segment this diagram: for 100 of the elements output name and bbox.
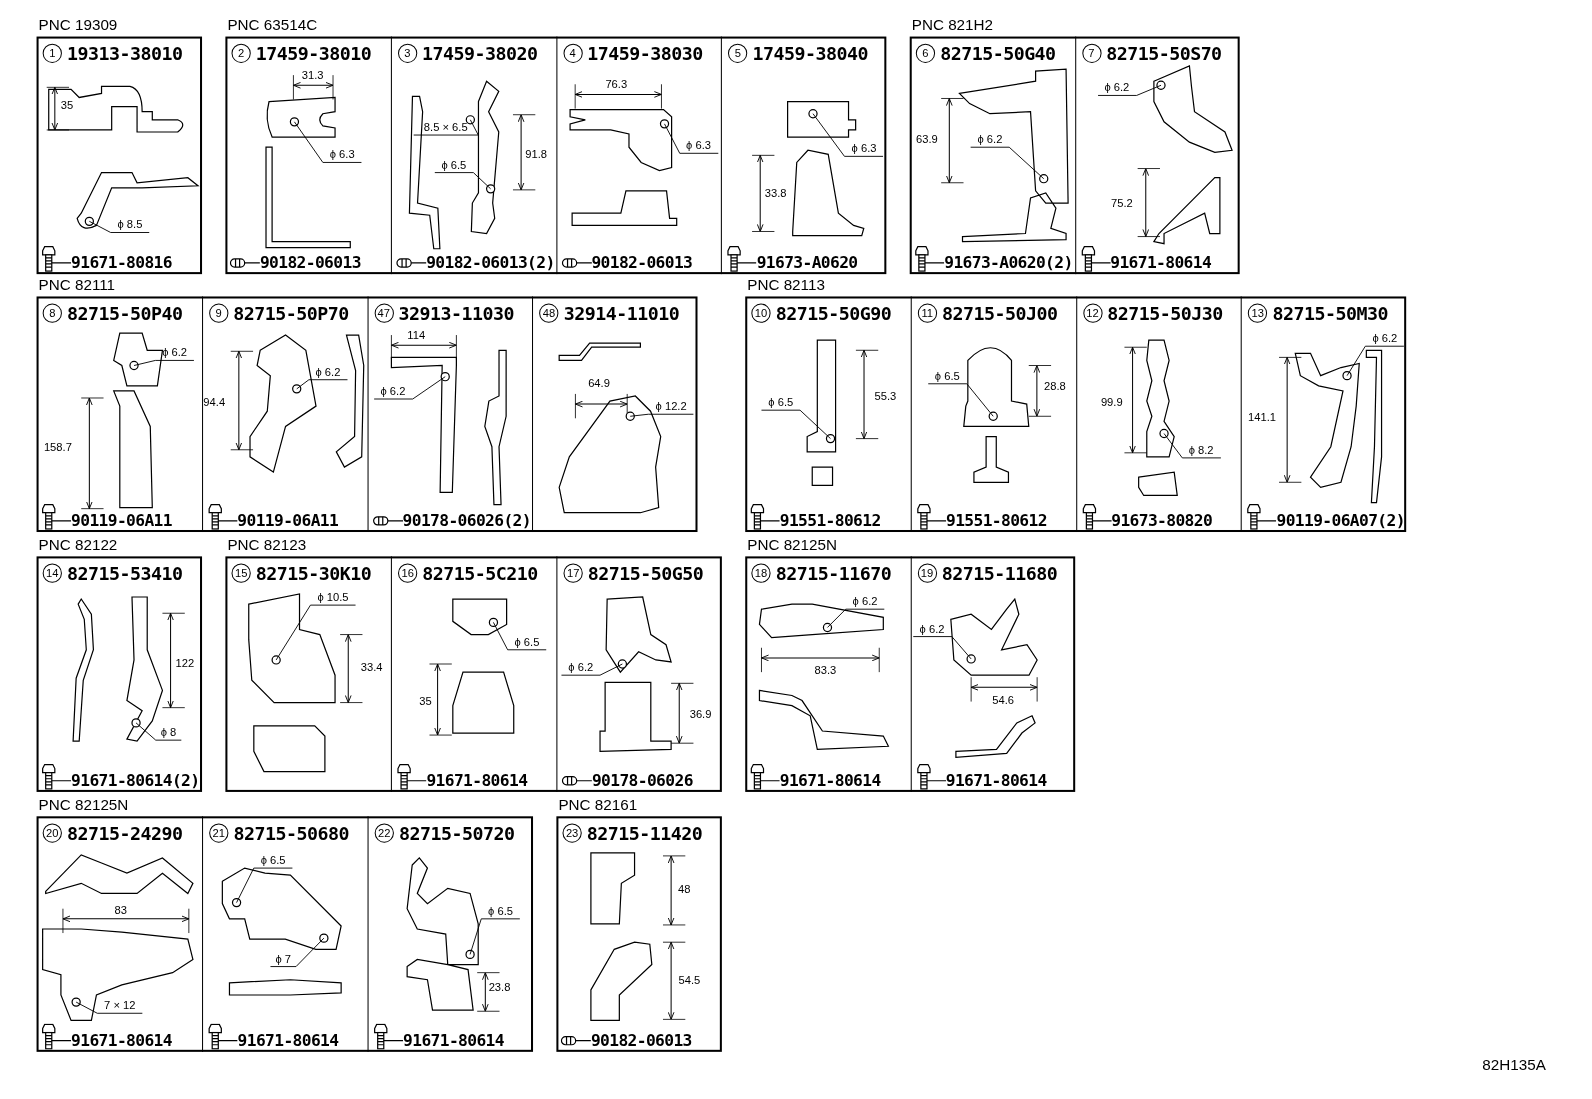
part-number: 82715-11670	[775, 562, 892, 584]
dimension-label: ϕ 6.5	[488, 904, 513, 917]
part-number: 17459-38010	[255, 42, 372, 64]
part-number: 82715-5C210	[422, 562, 538, 584]
dimension-label: ϕ 6.2	[380, 384, 406, 397]
group-heading: PNC 82122	[38, 536, 118, 554]
dimension-label: 114	[407, 328, 426, 342]
dimension-label: 83	[114, 903, 128, 916]
part-number: 82715-24290	[67, 822, 183, 844]
dimension-label: 28.8	[1044, 379, 1066, 392]
fastener-number: 91671-80614	[1110, 253, 1212, 273]
dimension-label: 8.5 × 6.5	[423, 120, 468, 133]
dimension-label: ϕ 6.5	[934, 369, 960, 382]
dimension-label: ϕ 6.2	[1372, 332, 1398, 345]
part-number: 32914-11010	[563, 302, 680, 324]
part-number: 82715-50680	[233, 822, 349, 844]
part-number: 82715-50G50	[587, 562, 704, 584]
part-number: 82715-50G90	[775, 302, 892, 324]
dimension-label: ϕ 6.3	[329, 148, 355, 161]
dimension-label: 63.9	[916, 133, 938, 146]
fastener-number: 91671-80816	[71, 253, 172, 273]
part-number: 17459-38020	[422, 42, 538, 64]
part-number: 17459-38030	[587, 42, 703, 64]
dimension-label: ϕ 6.2	[1104, 81, 1130, 94]
dimension-label: 23.8	[488, 980, 511, 993]
part-number: 82715-50P70	[233, 302, 349, 324]
part-number: 17459-38040	[752, 42, 869, 64]
dimension-label: ϕ 6.2	[977, 133, 1003, 146]
dimension-label: 35	[419, 694, 432, 707]
fastener-number: 90182-06013	[259, 253, 361, 273]
part-number: 82715-50M30	[1272, 302, 1388, 324]
part-number: 82715-50J00	[941, 302, 1058, 324]
dimension-label: 76.3	[605, 78, 628, 91]
part-number: 19313-38010	[67, 42, 183, 64]
fastener-number: 91671-80614	[71, 1031, 172, 1050]
fastener-number: 91673-80820	[1111, 511, 1213, 530]
fastener-number: 90178-06026	[591, 771, 693, 790]
fastener-number: 91671-80614	[426, 771, 528, 790]
group-heading: PNC 82111	[38, 276, 116, 294]
dimension-label: 75.2	[1111, 196, 1133, 210]
dimension-label: 158.7	[43, 440, 72, 453]
dimension-label: ϕ 6.3	[851, 142, 877, 155]
group-heading: PNC 82125N	[747, 536, 837, 554]
fastener-number: 90182-06013	[591, 253, 693, 273]
fastener-number: 90119-06A11	[237, 511, 339, 530]
group-heading: PNC 82161	[558, 796, 638, 814]
fastener-number: 91671-80614	[403, 1031, 504, 1050]
dimension-label: 7 × 12	[104, 999, 136, 1012]
group-heading: PNC 82125N	[38, 796, 129, 814]
dimension-label: ϕ 6.5	[514, 635, 540, 648]
drawing-code: 82H135A	[1482, 1055, 1546, 1074]
fastener-number: 90119-06A11	[71, 511, 172, 530]
dimension-label: ϕ 8	[160, 725, 177, 739]
dimension-label: 33.8	[764, 186, 787, 199]
dimension-label: ϕ 6.5	[768, 395, 794, 409]
dimension-label: 83.3	[814, 664, 837, 677]
dimension-label: ϕ 6.5	[441, 158, 467, 171]
fastener-number: 91671-80614	[945, 771, 1047, 790]
dimension-label: 64.9	[588, 376, 610, 389]
dimension-label: 54.6	[992, 693, 1014, 706]
dimension-label: 91.8	[525, 148, 547, 161]
dimension-label: 122	[175, 656, 195, 670]
dimension-label: 36.9	[689, 707, 712, 720]
dimension-label: 54.5	[678, 973, 701, 986]
fastener-number: 90119-06A07(2)	[1276, 511, 1405, 530]
part-number: 82715-50G40	[940, 42, 1056, 64]
dimension-label: 94.4	[203, 395, 226, 409]
dimension-label: ϕ 6.5	[260, 853, 286, 867]
part-number: 82715-50J30	[1107, 302, 1223, 324]
dimension-label: 33.4	[360, 660, 383, 674]
group-heading: PNC 63514C	[227, 16, 318, 34]
group-heading: PNC 82123	[227, 536, 307, 554]
dimension-label: ϕ 10.5	[317, 590, 349, 604]
part-number: 82715-50P40	[67, 302, 183, 324]
fastener-number: 91551-80612	[779, 511, 881, 530]
fastener-number: 91673-A0620(2)	[944, 253, 1073, 273]
part-number: 82715-53410	[67, 562, 183, 584]
dimension-label: 99.9	[1100, 395, 1123, 409]
fastener-number: 91671-80614	[779, 771, 881, 790]
fastener-number: 90182-06013	[590, 1031, 692, 1050]
dimension-label: 35	[60, 98, 74, 111]
group-heading: PNC 82113	[747, 276, 825, 294]
dimension-label: ϕ 6.2	[852, 594, 878, 608]
fastener-number: 91673-A0620	[756, 253, 858, 273]
dimension-label: ϕ 6.2	[568, 660, 594, 674]
dimension-label: ϕ 6.2	[919, 622, 945, 635]
part-number: 82715-11420	[586, 822, 703, 844]
fastener-number: 90178-06026(2)	[402, 511, 531, 530]
part-number: 82715-11680	[941, 562, 1058, 584]
dimension-label: ϕ 8.2	[1188, 443, 1214, 456]
dimension-label: 55.3	[874, 389, 897, 403]
dimension-label: 31.3	[301, 69, 324, 82]
fastener-number: 90182-06013(2)	[426, 253, 555, 273]
fastener-number: 91671-80614	[237, 1031, 339, 1050]
group-heading: PNC 19309	[38, 16, 118, 34]
dimension-label: ϕ 8.5	[117, 218, 143, 231]
dimension-label: ϕ 6.2	[162, 346, 188, 359]
part-number: 82715-50S70	[1106, 42, 1222, 64]
dimension-label: 141.1	[1248, 411, 1276, 424]
dimension-label: ϕ 6.3	[686, 139, 711, 152]
